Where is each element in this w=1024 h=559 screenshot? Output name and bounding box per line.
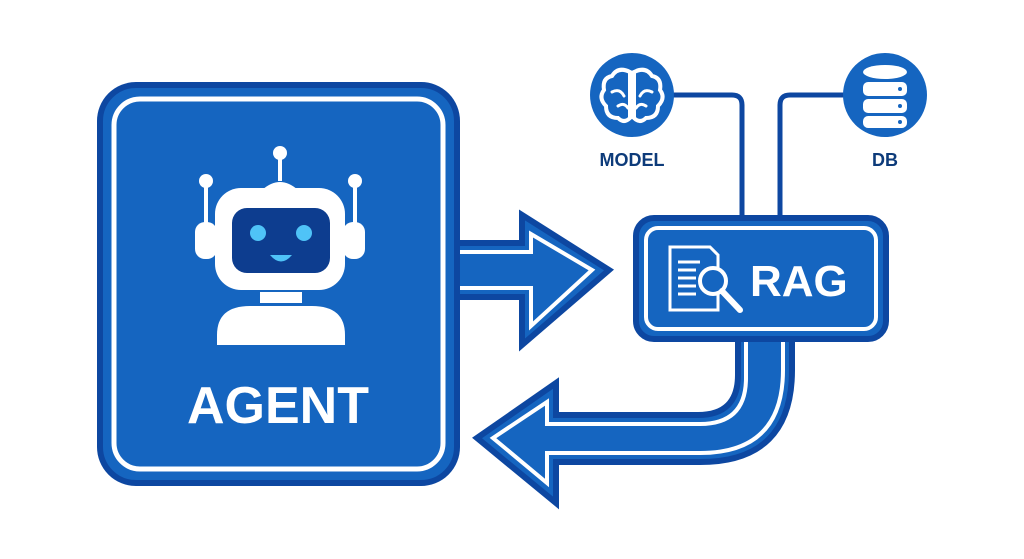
agent-label: AGENT — [187, 377, 369, 435]
document-search-icon — [668, 245, 743, 313]
db-label: DB — [872, 150, 898, 170]
db-connector-line — [777, 92, 846, 222]
database-icon — [863, 65, 907, 128]
rag-label: RAG — [750, 257, 848, 306]
return-arrow — [472, 327, 795, 510]
model-label: MODEL — [600, 150, 665, 170]
brain-icon — [599, 67, 665, 123]
model-connector-line — [672, 92, 745, 222]
robot-icon — [195, 146, 365, 345]
